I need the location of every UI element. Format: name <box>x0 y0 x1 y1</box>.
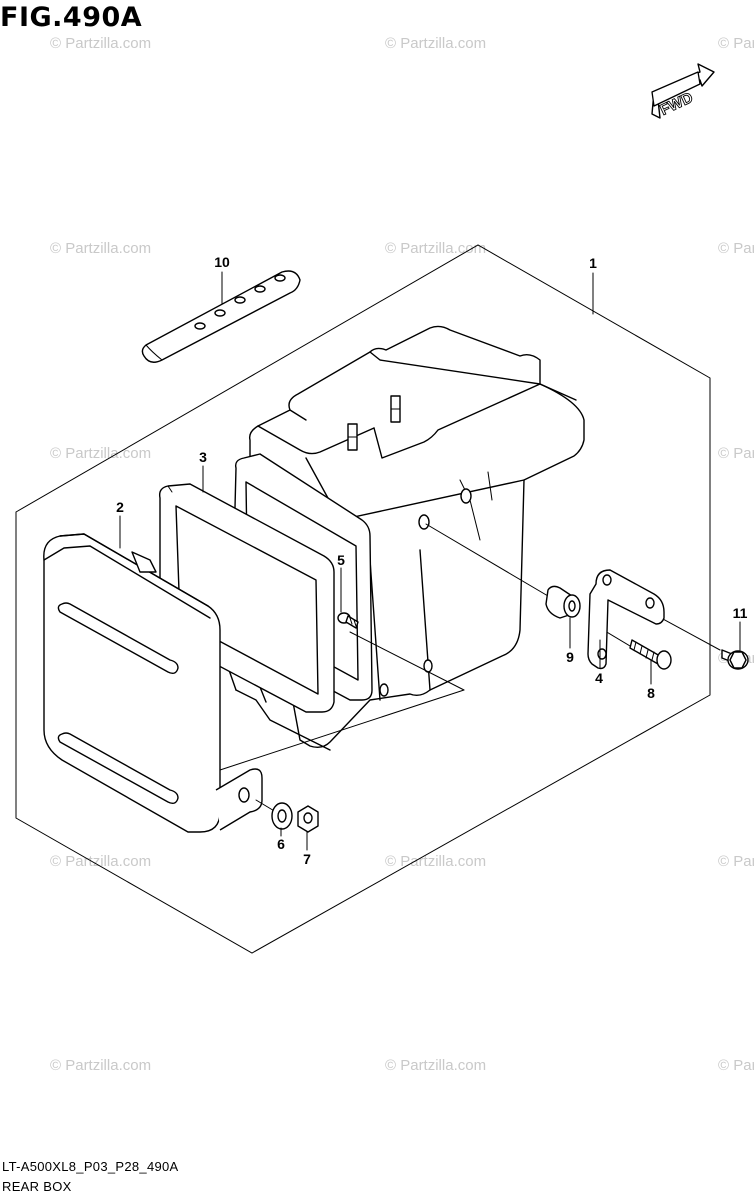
watermark: © Partzilla.com <box>718 240 754 257</box>
callout-1: 1 <box>589 255 597 271</box>
watermark: © Partzilla.com <box>50 240 151 257</box>
watermark: © Partzilla.com <box>718 445 754 462</box>
callout-labels: 1 2 3 4 5 6 7 8 9 10 11 <box>116 254 748 867</box>
watermark: © Partzilla.com <box>50 35 151 52</box>
assembly-outline <box>15 244 711 954</box>
figure-name: REAR BOX <box>2 1179 72 1194</box>
part-6-washer <box>271 802 293 830</box>
callout-6: 6 <box>277 836 285 852</box>
figure-code: LT-A500XL8_P03_P28_490A <box>2 1159 179 1174</box>
callout-3: 3 <box>199 449 207 465</box>
watermark: © Partzilla.com <box>718 853 754 870</box>
callout-8: 8 <box>647 685 655 701</box>
watermark: © Partzilla.com <box>385 240 486 257</box>
callout-10: 10 <box>214 254 230 270</box>
watermark: © Partzilla.com <box>718 35 754 52</box>
part-11-bolt <box>721 649 749 670</box>
callout-9: 9 <box>566 649 574 665</box>
fwd-arrow-icon: FWD <box>651 63 715 119</box>
callout-7: 7 <box>303 851 311 867</box>
part-2-lens <box>43 533 263 833</box>
figure-title: FIG.490A <box>0 2 143 33</box>
part-8-bolt <box>629 639 672 670</box>
watermark: © Partzilla.com <box>385 35 486 52</box>
watermark: © Partzilla.com <box>50 853 151 870</box>
watermark: © Partzilla.com <box>385 853 486 870</box>
part-4-bracket <box>587 569 665 670</box>
part-9-grommet <box>545 585 581 619</box>
watermark: © Partzilla.com <box>50 1057 151 1074</box>
part-5-screw <box>337 612 359 629</box>
callout-4: 4 <box>595 670 603 686</box>
watermark: © Partzilla.com <box>50 445 151 462</box>
callout-leaders <box>119 271 741 851</box>
callout-11: 11 <box>733 605 748 621</box>
watermark: © Partzilla.com <box>718 1057 754 1074</box>
callout-5: 5 <box>337 552 345 568</box>
callout-2: 2 <box>116 499 124 515</box>
part-10-strap <box>141 270 301 363</box>
part-7-nut <box>297 805 319 833</box>
watermark: © Partzilla.com <box>385 1057 486 1074</box>
